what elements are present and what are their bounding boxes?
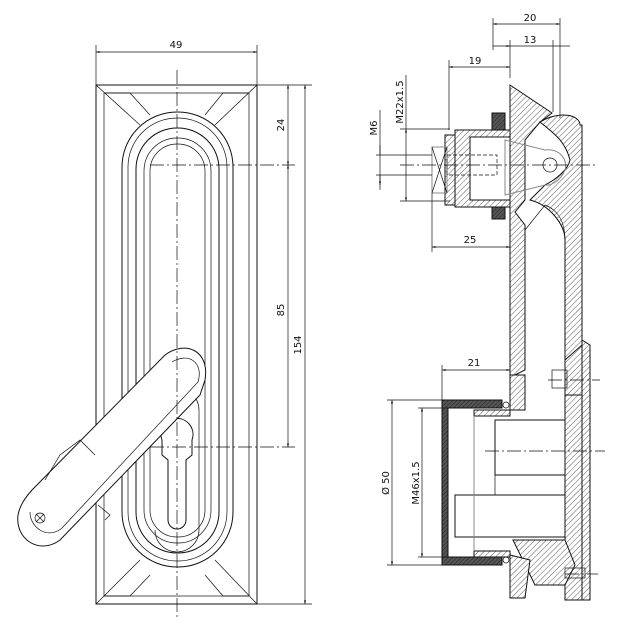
recess-inner xyxy=(135,127,220,554)
section-dimensions: 20 13 19 M6 M22x1.5 25 21 Ø 50 M46x1.5 xyxy=(369,13,570,566)
dim-m46: M46x1.5 xyxy=(411,461,422,504)
dim-center-to-center: 85 xyxy=(276,304,287,317)
pivot-mark xyxy=(34,512,46,524)
front-view xyxy=(17,70,295,620)
handle-shell xyxy=(529,114,583,601)
lever-handle xyxy=(17,347,207,547)
dim-dia50: Ø 50 xyxy=(380,471,392,495)
housing-top xyxy=(509,84,553,376)
dim-m6: M6 xyxy=(369,121,380,136)
lock-nut xyxy=(441,399,503,566)
front-dimensions: 49 24 85 154 xyxy=(95,40,312,605)
lock-base xyxy=(512,539,576,586)
section-view xyxy=(400,84,605,601)
dim-21: 21 xyxy=(468,358,481,369)
dim-width: 49 xyxy=(170,40,183,51)
lock-cylinder xyxy=(494,419,566,476)
bolt-head xyxy=(431,146,448,194)
dim-13: 13 xyxy=(524,35,537,46)
dim-top-to-center: 24 xyxy=(276,119,287,132)
dim-19: 19 xyxy=(469,56,482,67)
base-plate-outline xyxy=(95,84,258,605)
recess-outer xyxy=(121,111,234,568)
dim-height: 154 xyxy=(293,335,304,354)
dim-25: 25 xyxy=(464,235,477,246)
dim-20: 20 xyxy=(524,13,537,24)
dim-m22: M22x1.5 xyxy=(395,80,406,123)
